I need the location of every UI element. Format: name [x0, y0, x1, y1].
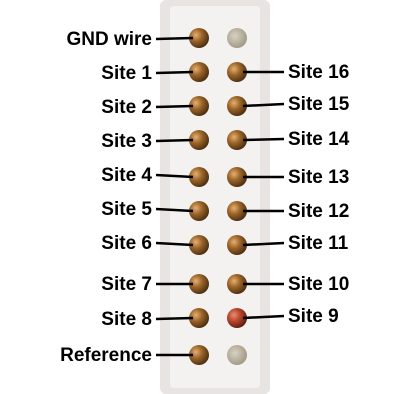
leader-left-6 — [155, 207, 194, 213]
leader-right-9 — [242, 314, 285, 320]
pin-right-6 — [227, 201, 247, 221]
leader-left-4 — [155, 138, 194, 143]
label-site-14: Site 14 — [288, 129, 350, 150]
pin-right-7 — [227, 235, 247, 255]
pin-right-8 — [227, 274, 247, 294]
label-site-8: Site 8 — [101, 309, 152, 330]
label-site-6: Site 6 — [101, 233, 152, 254]
leader-right-4 — [242, 137, 285, 142]
leader-right-3 — [242, 102, 285, 108]
leader-left-2 — [155, 70, 194, 75]
leader-right-7 — [242, 241, 285, 247]
label-site-4: Site 4 — [101, 165, 152, 186]
leader-left-1 — [155, 36, 194, 41]
pin-left-7 — [189, 235, 209, 255]
pin-left-3 — [189, 96, 209, 116]
pin-right-3 — [227, 96, 247, 116]
leader-lines — [155, 36, 285, 357]
pin-left-6 — [189, 201, 209, 221]
pin-right-10 — [227, 345, 247, 365]
pin-left-5 — [189, 167, 209, 187]
label-site-5: Site 5 — [101, 199, 152, 220]
pin-left-4 — [189, 130, 209, 150]
leader-left-7 — [155, 241, 194, 247]
label-site-1: Site 1 — [101, 63, 152, 84]
leader-left-9 — [155, 316, 194, 321]
pin-grid — [189, 28, 247, 365]
label-site-15: Site 15 — [288, 94, 350, 115]
pin-left-1 — [189, 28, 209, 48]
label-gnd-wire: GND wire — [66, 29, 152, 50]
leader-left-5 — [155, 173, 194, 179]
label-site-7: Site 7 — [101, 274, 152, 295]
label-site-12: Site 12 — [288, 201, 349, 222]
label-site-2: Site 2 — [101, 97, 152, 118]
label-site-16: Site 16 — [288, 62, 349, 83]
pin-right-2 — [227, 62, 247, 82]
label-site-10: Site 10 — [288, 274, 349, 295]
pin-right-5 — [227, 167, 247, 187]
label-site-13: Site 13 — [288, 167, 349, 188]
pin-left-8 — [189, 274, 209, 294]
pin-right-1 — [227, 28, 247, 48]
pin-left-10 — [189, 345, 209, 365]
connector-board-inner — [170, 6, 260, 388]
pin-right-4 — [227, 130, 247, 150]
pin-left-9 — [189, 308, 209, 328]
label-reference: Reference — [60, 345, 152, 366]
pin-left-2 — [189, 62, 209, 82]
pin-right-9 — [227, 308, 247, 328]
label-site-3: Site 3 — [101, 131, 152, 152]
label-site-11: Site 11 — [288, 233, 349, 254]
leader-left-3 — [155, 104, 194, 109]
label-site-9: Site 9 — [288, 306, 339, 327]
